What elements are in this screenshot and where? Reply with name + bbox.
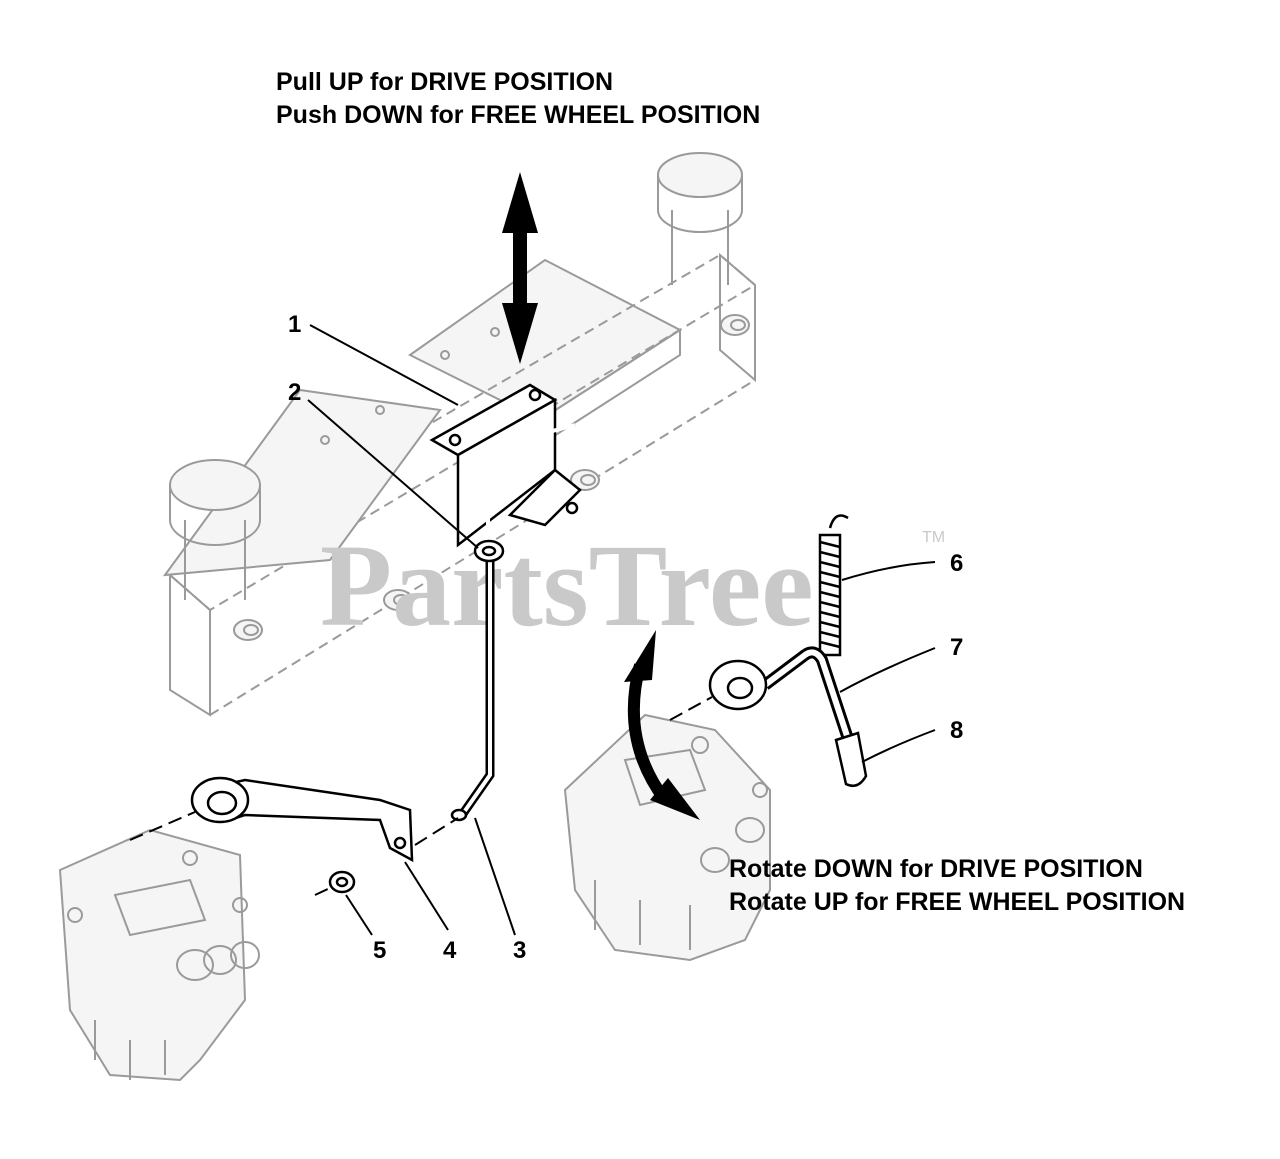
callout-2: 2 xyxy=(288,379,301,406)
transaxle-right xyxy=(563,713,771,962)
frame-background xyxy=(162,152,757,717)
right-instruction-line1: Rotate DOWN for DRIVE POSITION xyxy=(729,855,1143,883)
leader-line-2 xyxy=(307,399,479,549)
free-wheel-lever xyxy=(708,646,856,747)
control-arm xyxy=(190,776,414,863)
leader-line-6 xyxy=(841,561,936,581)
transaxle-left xyxy=(58,828,260,1082)
leader-line-7 xyxy=(839,647,936,693)
alignment-line xyxy=(314,887,331,896)
rotate-arrow xyxy=(624,630,700,820)
alignment-line xyxy=(414,817,459,846)
top-instruction-line1: Pull UP for DRIVE POSITION xyxy=(276,68,613,96)
leader-line-5 xyxy=(345,894,373,936)
leader-line-1 xyxy=(309,324,459,406)
alignment-line xyxy=(669,696,713,721)
callout-4: 4 xyxy=(443,937,457,964)
callout-3: 3 xyxy=(513,937,526,964)
top-instruction-line2: Push DOWN for FREE WHEEL POSITION xyxy=(276,101,760,129)
push-pull-arrow xyxy=(502,172,538,364)
watermark-trademark: TM xyxy=(922,529,945,546)
frame-bushing xyxy=(383,589,413,611)
free-wheel-rod xyxy=(450,423,576,822)
watermark: PartsTree xyxy=(320,520,814,651)
callout-6: 6 xyxy=(950,550,963,577)
leader-line-4 xyxy=(404,861,449,931)
frame-bushing xyxy=(570,469,600,491)
frame-bushing xyxy=(720,314,750,336)
callout-1: 1 xyxy=(288,311,301,338)
grip xyxy=(834,731,868,787)
leader-line-8 xyxy=(861,729,936,763)
right-instruction-line2: Rotate UP for FREE WHEEL POSITION xyxy=(729,888,1185,916)
frame-bushing xyxy=(233,619,263,641)
grommet xyxy=(473,539,505,563)
callout-7: 7 xyxy=(950,634,963,661)
callout-8: 8 xyxy=(950,717,963,744)
spring xyxy=(818,514,849,657)
alignment-line xyxy=(129,811,196,841)
leader-line-3 xyxy=(474,817,516,936)
spacer xyxy=(328,870,356,894)
callout-5: 5 xyxy=(373,937,386,964)
